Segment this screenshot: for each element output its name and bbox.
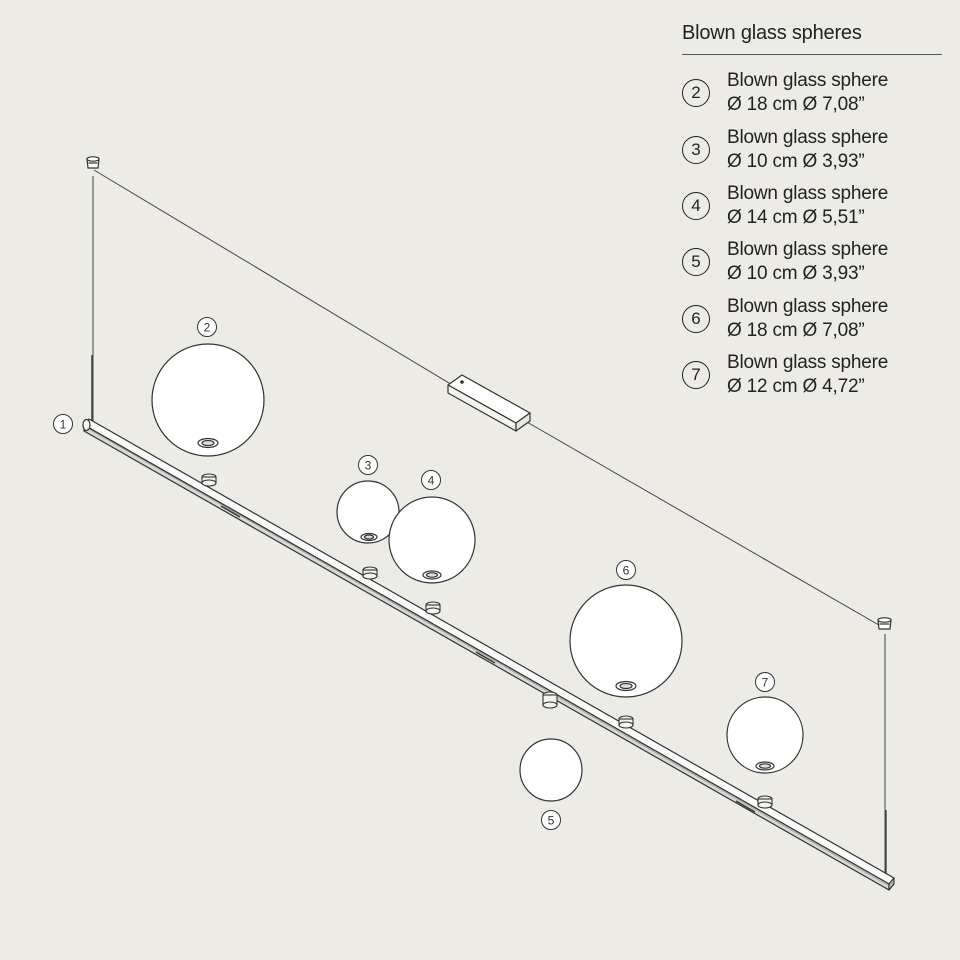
legend-item-size: Ø 10 cm Ø 3,93” xyxy=(727,150,865,172)
legend-item-number: 3 xyxy=(682,135,710,164)
wire-right-diagonal xyxy=(519,417,885,629)
callout-2: 2 xyxy=(197,317,217,337)
socket-4 xyxy=(425,601,441,615)
socket-2 xyxy=(201,473,217,487)
callout-5: 5 xyxy=(541,810,561,830)
legend-item-text: Blown glass sphere Ø 18 cm Ø 7,08” xyxy=(727,295,888,343)
legend-item: 3 Blown glass sphere Ø 10 cm Ø 3,93” xyxy=(682,121,942,177)
legend-item-number: 7 xyxy=(682,361,710,390)
callout-1-label: 1 xyxy=(60,418,67,432)
legend-item-size: Ø 18 cm Ø 7,08” xyxy=(727,319,865,341)
legend-item-size: Ø 10 cm Ø 3,93” xyxy=(727,263,865,285)
legend-item-number: 6 xyxy=(682,304,710,333)
legend-item-number: 4 xyxy=(682,191,710,220)
legend-item-text: Blown glass sphere Ø 10 cm Ø 3,93” xyxy=(727,238,888,286)
suspension-wires xyxy=(91,169,887,876)
legend-list: 2 Blown glass sphere Ø 18 cm Ø 7,08” 3 B… xyxy=(682,65,942,403)
callout-3: 3 xyxy=(358,455,378,475)
legend-item: 5 Blown glass sphere Ø 10 cm Ø 3,93” xyxy=(682,234,942,290)
legend-item-size: Ø 18 cm Ø 7,08” xyxy=(727,94,865,116)
legend-item-size: Ø 14 cm Ø 5,51” xyxy=(727,206,865,228)
legend-item-name: Blown glass sphere xyxy=(727,239,889,261)
legend-item-text: Blown glass sphere Ø 12 cm Ø 4,72” xyxy=(727,351,888,399)
callout-4-label: 4 xyxy=(428,474,435,488)
legend-item-number: 5 xyxy=(682,248,710,277)
legend-item-number: 2 xyxy=(682,79,710,108)
sphere-5 xyxy=(519,738,583,802)
callout-2-label: 2 xyxy=(204,321,211,335)
sphere-2 xyxy=(151,343,265,457)
legend-item: 2 Blown glass sphere Ø 18 cm Ø 7,08” xyxy=(682,65,942,121)
socket-5 xyxy=(542,691,558,709)
light-bar xyxy=(82,418,895,891)
callout-1: 1 xyxy=(53,414,73,434)
socket-3 xyxy=(362,566,378,580)
legend-item-name: Blown glass sphere xyxy=(727,352,889,374)
callout-6: 6 xyxy=(616,560,636,580)
legend-item-size: Ø 12 cm Ø 4,72” xyxy=(727,376,865,398)
legend-item-name: Blown glass sphere xyxy=(727,126,889,148)
callout-4: 4 xyxy=(421,470,441,490)
legend-item-name: Blown glass sphere xyxy=(727,70,889,92)
callout-7: 7 xyxy=(755,672,775,692)
callout-3-label: 3 xyxy=(365,459,372,473)
legend-item-text: Blown glass sphere Ø 10 cm Ø 3,93” xyxy=(727,126,888,174)
legend-title: Blown glass spheres xyxy=(682,22,942,55)
legend-item: 6 Blown glass sphere Ø 18 cm Ø 7,08” xyxy=(682,291,942,347)
sphere-4 xyxy=(388,496,476,584)
ceiling-anchor-left xyxy=(86,156,100,169)
socket-7 xyxy=(757,795,773,809)
sphere-6 xyxy=(569,584,683,698)
legend-item-text: Blown glass sphere Ø 18 cm Ø 7,08” xyxy=(727,69,888,117)
callouts: 1 2 3 4 5 6 7 xyxy=(53,317,775,830)
socket-6 xyxy=(618,715,634,729)
legend-item: 4 Blown glass sphere Ø 14 cm Ø 5,51” xyxy=(682,178,942,234)
wire-left-diagonal xyxy=(93,169,455,387)
sphere-7 xyxy=(726,696,804,774)
callout-7-label: 7 xyxy=(762,676,769,690)
callout-6-label: 6 xyxy=(623,564,630,578)
bar-markings xyxy=(220,505,756,813)
bar-sockets xyxy=(201,473,773,809)
driver-box xyxy=(447,374,531,432)
legend-item: 7 Blown glass sphere Ø 12 cm Ø 4,72” xyxy=(682,347,942,403)
sphere-3 xyxy=(336,480,400,544)
legend-item-name: Blown glass sphere xyxy=(727,182,889,204)
legend: Blown glass spheres 2 Blown glass sphere… xyxy=(682,22,942,403)
legend-item-name: Blown glass sphere xyxy=(727,295,889,317)
legend-item-text: Blown glass sphere Ø 14 cm Ø 5,51” xyxy=(727,182,888,230)
ceiling-anchor-right xyxy=(877,617,892,630)
callout-5-label: 5 xyxy=(548,814,555,828)
glass-spheres xyxy=(151,343,804,802)
